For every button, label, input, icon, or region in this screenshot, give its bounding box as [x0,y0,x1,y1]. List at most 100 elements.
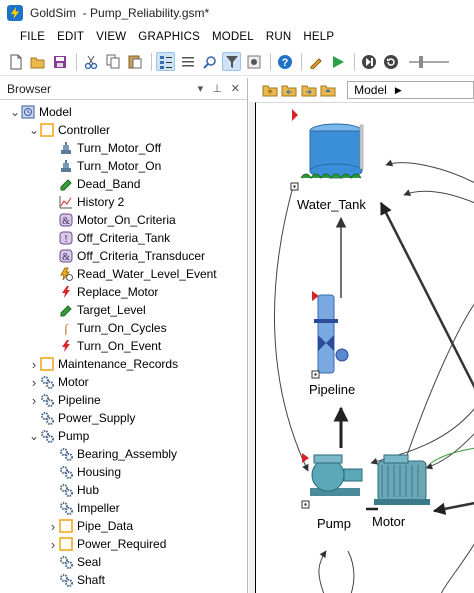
tree-item[interactable]: Turn_Motor_On [48,157,161,175]
home-folder-icon[interactable] [320,81,338,99]
close-icon[interactable]: ✕ [230,83,240,95]
edit-mode-icon[interactable] [306,52,325,71]
expand-icon[interactable]: › [31,374,37,390]
gears-icon [39,392,55,408]
svg-text:!: ! [64,234,67,245]
tree-item[interactable]: Bearing_Assembly [48,445,177,463]
menu-view[interactable]: VIEW [96,31,127,43]
paste-icon[interactable] [125,52,144,71]
slider-thumb[interactable] [419,55,423,68]
tree-item-label: Target_Level [77,303,146,317]
tree-spacer [48,553,58,571]
tree-item[interactable]: ›Pipe_Data [48,517,133,535]
tree-item[interactable]: Dead_Band [48,175,140,193]
integrator-icon: ∫ [58,320,74,336]
goldsim-logo-icon [7,5,23,21]
node-label-pump[interactable]: Pump [317,516,351,531]
tree-spacer [29,409,39,427]
tree-item-label: Read_Water_Level_Event [77,267,217,281]
menu-graphics[interactable]: GRAPHICS [138,31,200,43]
expand-icon[interactable]: › [50,536,56,552]
node-label-motor[interactable]: Motor [372,514,406,529]
expand-icon[interactable]: › [31,356,37,372]
tree-item[interactable]: Power_Supply [29,409,135,427]
menu-edit[interactable]: EDIT [57,31,85,43]
menu-model[interactable]: MODEL [211,31,254,43]
tree-item-label: Motor_On_Criteria [77,213,176,227]
tree-item[interactable]: &Off_Criteria_Transducer [48,247,205,265]
tree-item[interactable]: &Motor_On_Criteria [48,211,176,229]
dropdown-icon[interactable]: ▾ [197,83,204,95]
trigger-icon [58,338,74,354]
gears-icon [39,374,55,390]
tree-item[interactable]: Read_Water_Level_Event [48,265,217,283]
menu-help[interactable]: HELP [303,31,335,43]
speed-slider[interactable] [409,53,449,71]
link-curve [403,189,474,204]
gears-icon [58,500,74,516]
tree-item[interactable]: Impeller [48,499,120,517]
tree-item[interactable]: ›Maintenance_Records [29,355,178,373]
tree-item-label: Power_Required [77,537,167,551]
reset-icon[interactable] [381,52,400,71]
tree-item[interactable]: › Power_Required [48,535,167,553]
tree-item[interactable]: ⌄Pump [29,427,89,445]
container-path-box[interactable]: Model ▶ [347,81,474,99]
save-icon[interactable] [50,52,69,71]
history-icon [58,194,74,210]
tree-item[interactable]: › Pipeline [29,391,101,409]
tree-item[interactable]: Seal [48,553,101,571]
tree-item-label: Pipeline [58,393,101,407]
node-label-water-tank[interactable]: Water_Tank [297,197,366,212]
collapse-icon[interactable]: ⌄ [28,429,40,443]
menu-file[interactable]: FILE [20,31,46,43]
tree-item[interactable]: Hub [48,481,99,499]
tree-item-label: Controller [58,123,111,137]
step-icon[interactable] [359,52,378,71]
tree-item[interactable]: Housing [48,463,121,481]
help-icon[interactable]: ? [275,52,294,71]
canvas-vertical-scrollbar[interactable] [249,102,255,593]
up-folder-icon[interactable] [261,81,279,99]
tree-item-label: Bearing_Assembly [77,447,178,461]
tree-spacer [48,265,58,283]
expand-icon[interactable]: › [31,392,37,408]
settings-icon[interactable] [244,52,263,71]
forward-folder-icon[interactable] [300,81,318,99]
tree-item[interactable]: Replace_Motor [48,283,158,301]
find-icon[interactable] [200,52,219,71]
tree-item[interactable]: ⌄ Controller [29,121,110,139]
graph-links-svg [273,109,474,593]
tree-item[interactable]: ⌄Model [10,103,72,121]
filter-icon[interactable] [222,52,241,71]
link-curve [318,550,327,593]
toolbar-separator [270,52,271,71]
tree-item[interactable]: History 2 [48,193,124,211]
new-file-icon[interactable] [6,52,25,71]
browser-view-icon[interactable] [156,52,175,71]
run-icon[interactable] [328,52,347,71]
gears-icon [39,428,55,444]
tree-spacer [48,571,58,589]
pin-icon[interactable]: ⊥ [212,83,222,95]
back-folder-icon[interactable] [281,81,299,99]
container-path: Model [354,83,387,97]
node-label-pipeline[interactable]: Pipeline [309,382,356,397]
copy-icon[interactable] [103,52,122,71]
model-graph[interactable]: Water_Tank Pipeline Pump Motor [255,102,474,593]
collapse-icon[interactable]: ⌄ [9,105,21,119]
toolbar-separator [301,52,302,71]
tree-item[interactable]: ∫Turn_On_Cycles [48,319,166,337]
expand-icon[interactable]: › [50,518,56,534]
cut-icon[interactable] [81,52,100,71]
tree-item[interactable]: Turn_On_Event [48,337,161,355]
tree-item[interactable]: Turn_Motor_Off [48,139,161,157]
tree-item[interactable]: ›Motor [29,373,89,391]
tree-item[interactable]: Shaft [48,571,105,589]
open-folder-icon[interactable] [28,52,47,71]
menu-run[interactable]: RUN [265,31,292,43]
list-view-icon[interactable] [178,52,197,71]
collapse-icon[interactable]: ⌄ [28,123,40,137]
tree-item[interactable]: Target_Level [48,301,146,319]
tree-item[interactable]: !Off_Criteria_Tank [48,229,170,247]
